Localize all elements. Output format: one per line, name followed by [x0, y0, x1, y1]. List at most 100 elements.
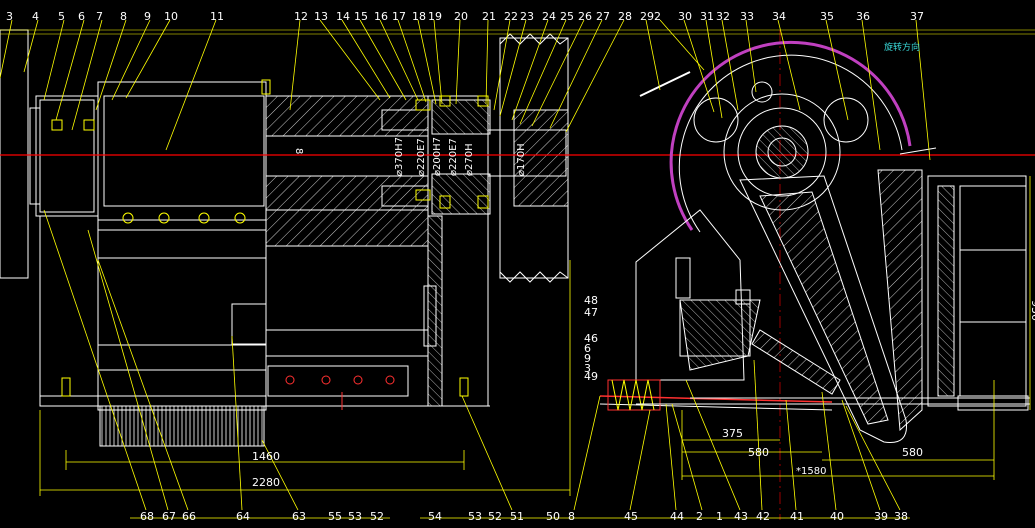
- bottom-label-10: 52: [488, 510, 502, 523]
- bottom-label-20: 41: [790, 510, 804, 523]
- bore-2: ⌀220E7: [416, 138, 427, 176]
- bore-6: ⌀170H: [516, 143, 527, 176]
- left-view: [0, 29, 569, 447]
- top-label-1: 4: [32, 10, 39, 23]
- rotation-direction-note: 旋转方向: [884, 41, 920, 53]
- side-label-4: 9: [584, 352, 591, 365]
- bolts-left: [51, 79, 489, 397]
- top-label-8: 11: [210, 10, 224, 23]
- bearing-block: [35, 95, 99, 217]
- bottom-label-16: 2: [696, 510, 703, 523]
- side-label-3: 6: [584, 342, 591, 355]
- top-label-18: 21: [482, 10, 496, 23]
- top-label-14: 17: [392, 10, 406, 23]
- bottom-label-12: 50: [546, 510, 560, 523]
- top-label-20: 23: [520, 10, 534, 23]
- dim-950: 950: [1029, 300, 1035, 321]
- side-label-6: 49: [584, 370, 598, 383]
- side-label-5: 3: [584, 362, 591, 375]
- top-label-32: 34: [772, 10, 786, 23]
- top-label-23: 26: [578, 10, 592, 23]
- bottom-label-18: 43: [734, 510, 748, 523]
- dimension-lines: [39, 176, 1031, 496]
- side-label-2: 46: [584, 332, 598, 345]
- top-label-5: 8: [120, 10, 127, 23]
- dim-580-a: 580: [748, 446, 769, 459]
- top-label-16: 19: [428, 10, 442, 23]
- top-label-9: 12: [294, 10, 308, 23]
- bottom-label-22: 39: [874, 510, 888, 523]
- bottom-label-2: 66: [182, 510, 196, 523]
- top-label-12: 15: [354, 10, 368, 23]
- dim-1580: *1580: [796, 466, 826, 477]
- top-label-3: 6: [78, 10, 85, 23]
- top-label-28: 30: [678, 10, 692, 23]
- top-label-4: 7: [96, 10, 103, 23]
- bolts-red: [285, 375, 395, 410]
- top-label-22: 25: [560, 10, 574, 23]
- top-label-27: 2: [654, 10, 661, 23]
- top-label-25: 28: [618, 10, 632, 23]
- bottom-label-13: 8: [568, 510, 575, 523]
- top-label-34: 36: [856, 10, 870, 23]
- bore-3: ⌀200H7: [432, 137, 443, 176]
- bottom-label-0: 68: [140, 510, 154, 523]
- top-label-6: 9: [144, 10, 151, 23]
- bottom-label-6: 53: [348, 510, 362, 523]
- dim-2280: 2280: [252, 476, 280, 489]
- dim-580-b: 580: [902, 446, 923, 459]
- frame-body: [97, 81, 267, 411]
- top-label-0: 3: [6, 10, 13, 23]
- left-edge-frame: [0, 29, 29, 279]
- bottom-label-23: 38: [894, 510, 908, 523]
- top-label-2: 5: [58, 10, 65, 23]
- bottom-label-19: 42: [756, 510, 770, 523]
- top-label-26: 29: [640, 10, 654, 23]
- inspection-cover: [231, 303, 267, 345]
- top-label-7: 10: [164, 10, 178, 23]
- top-label-33: 35: [820, 10, 834, 23]
- top-label-17: 20: [454, 10, 468, 23]
- bottom-label-9: 53: [468, 510, 482, 523]
- top-label-11: 14: [336, 10, 350, 23]
- tension-rod: [599, 395, 833, 403]
- dim-375: 375: [722, 427, 743, 440]
- bottom-label-4: 63: [292, 510, 306, 523]
- top-label-13: 16: [374, 10, 388, 23]
- bore-5: ⌀270H: [464, 143, 475, 176]
- bottom-label-5: 55: [328, 510, 342, 523]
- side-label-0: 48: [584, 294, 598, 307]
- top-label-35: 37: [910, 10, 924, 23]
- bottom-label-21: 40: [830, 510, 844, 523]
- flywheel-rim: [669, 40, 912, 231]
- base-teeth: [99, 405, 265, 447]
- bottom-label-17: 1: [716, 510, 723, 523]
- bottom-label-14: 45: [624, 510, 638, 523]
- bottom-label-15: 44: [670, 510, 684, 523]
- right-view: [599, 40, 1030, 444]
- dim-1460: 1460: [252, 450, 280, 463]
- bore-4: ⌀220E7: [448, 138, 459, 176]
- top-label-30: 32: [716, 10, 730, 23]
- top-label-31: 33: [740, 10, 754, 23]
- leader-lines: [0, 19, 1035, 519]
- top-label-10: 13: [314, 10, 328, 23]
- bottom-label-3: 64: [236, 510, 250, 523]
- bore-1: ⌀370H7: [394, 137, 405, 176]
- top-label-24: 27: [596, 10, 610, 23]
- top-label-15: 18: [412, 10, 426, 23]
- mark-8: 8: [293, 148, 304, 154]
- toggle-plate: [751, 329, 841, 395]
- bottom-label-8: 54: [428, 510, 442, 523]
- bottom-label-7: 52: [370, 510, 384, 523]
- bottom-label-1: 67: [162, 510, 176, 523]
- top-label-21: 24: [542, 10, 556, 23]
- top-label-29: 31: [700, 10, 714, 23]
- bottom-label-11: 51: [510, 510, 524, 523]
- top-label-19: 22: [504, 10, 518, 23]
